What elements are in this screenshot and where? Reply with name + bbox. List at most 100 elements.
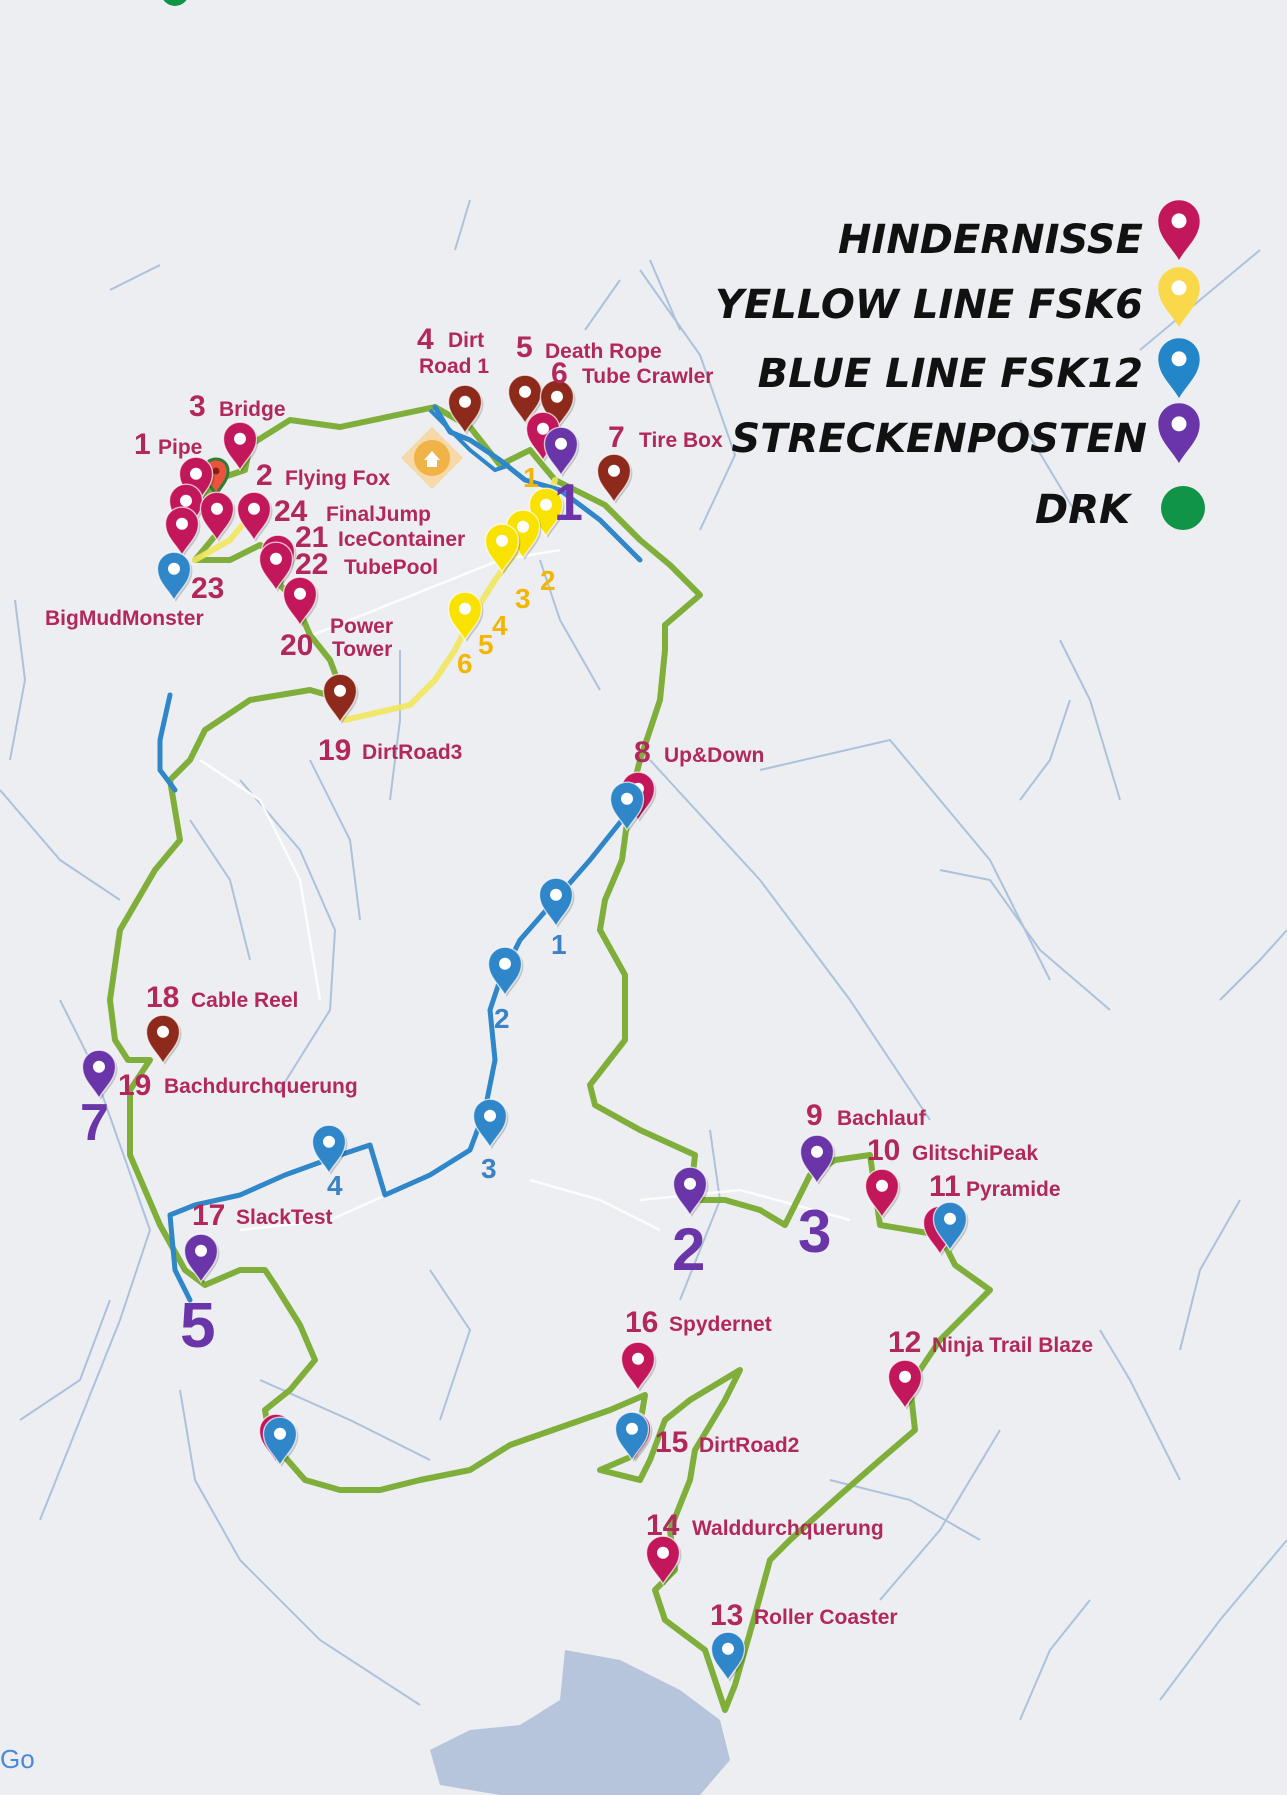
obstacle-label-4[interactable]: 4 Dirt Road 1 xyxy=(417,323,489,378)
big-mud-monster-label[interactable]: BigMudMonster xyxy=(45,607,204,630)
pin-blue-pyramide-icon[interactable] xyxy=(932,1201,969,1252)
obstacle-label-10[interactable]: 10 GlitschiPeak xyxy=(867,1134,1038,1167)
legend-hindernisse-pin-icon xyxy=(1158,200,1200,260)
obstacle-label-19a[interactable]: 19 Bachdurchquerung xyxy=(118,1069,358,1102)
legend-drk-dot-icon xyxy=(1161,486,1205,530)
svg-text:15: 15 xyxy=(655,1426,688,1459)
obstacle-label-17[interactable]: 17 SlackTest xyxy=(192,1199,333,1232)
svg-text:22: 22 xyxy=(295,548,328,581)
lake xyxy=(430,1650,730,1795)
pin-bridge-icon[interactable] xyxy=(222,421,259,472)
svg-text:2: 2 xyxy=(256,459,273,492)
svg-text:3: 3 xyxy=(189,390,206,423)
svg-text:Road 1: Road 1 xyxy=(419,355,489,378)
svg-text:DirtRoad2: DirtRoad2 xyxy=(699,1434,799,1457)
svg-text:Bridge: Bridge xyxy=(219,398,286,421)
pin-dirt-road-3-icon[interactable] xyxy=(322,673,359,724)
svg-text:Power: Power xyxy=(330,615,393,638)
pin-tube-pool-icon[interactable] xyxy=(258,541,295,592)
pin-blue-up-down-icon[interactable] xyxy=(609,781,646,832)
svg-text:Dirt: Dirt xyxy=(448,329,484,352)
obstacle-label-19b[interactable]: 19 DirtRoad3 xyxy=(318,734,462,767)
obstacle-label-7[interactable]: 7 Tire Box xyxy=(608,421,723,454)
pin-walddurchquerung-icon[interactable] xyxy=(645,1535,682,1586)
pin-blue-3-icon[interactable] xyxy=(472,1098,509,1149)
pin-blue-2-icon[interactable] xyxy=(487,946,524,997)
legend-streckenposten-label: STRECKENPOSTEN xyxy=(731,416,1147,462)
obstacle-label-20[interactable]: 20 Power Tower xyxy=(280,615,393,662)
pin-yellow-3-icon[interactable] xyxy=(484,523,521,574)
svg-text:Tube Crawler: Tube Crawler xyxy=(582,365,713,388)
obstacle-label-22[interactable]: 22 TubePool xyxy=(295,548,438,581)
streckenposten-3: 3 xyxy=(798,1198,831,1265)
streckenposten-1: 1 xyxy=(554,474,583,532)
obstacle-label-9[interactable]: 9 Bachlauf xyxy=(806,1099,927,1132)
svg-text:23: 23 xyxy=(191,572,224,605)
pin-posten-7-icon[interactable] xyxy=(81,1049,118,1100)
pin-posten-2-icon[interactable] xyxy=(672,1166,709,1217)
obstacle-label-18[interactable]: 18 Cable Reel xyxy=(146,981,298,1014)
obstacle-label-5[interactable]: 5 Death Rope xyxy=(516,331,662,364)
pin-spydernet-icon[interactable] xyxy=(620,1341,657,1392)
pin-extra-2-icon[interactable] xyxy=(164,506,201,557)
obstacle-label-11[interactable]: 11 Pyramide xyxy=(929,1170,1061,1203)
pin-dirt-road-1-icon[interactable] xyxy=(447,384,484,435)
pin-cable-reel-icon[interactable] xyxy=(145,1014,182,1065)
obstacle-label-21[interactable]: 21 IceContainer xyxy=(295,521,465,554)
pin-blue-roller-coaster-icon[interactable] xyxy=(710,1631,747,1682)
svg-text:FinalJump: FinalJump xyxy=(326,503,431,526)
obstacle-label-8[interactable]: 8 Up&Down xyxy=(634,736,764,769)
svg-text:14: 14 xyxy=(646,1509,680,1542)
obstacle-label-6[interactable]: 6 Tube Crawler xyxy=(551,357,713,390)
svg-text:Cable Reel: Cable Reel xyxy=(191,989,298,1012)
pin-glitschi-peak-icon[interactable] xyxy=(864,1168,901,1219)
svg-text:Flying Fox: Flying Fox xyxy=(285,467,390,490)
pin-blue-big-mud-icon[interactable] xyxy=(156,551,193,602)
svg-text:21: 21 xyxy=(295,521,328,554)
legend-streckenposten-pin-icon xyxy=(1158,403,1200,463)
obstacle-label-24[interactable]: 24 FinalJump xyxy=(274,495,431,528)
svg-text:BigMudMonster: BigMudMonster xyxy=(45,607,204,630)
svg-text:6: 6 xyxy=(551,357,568,390)
pin-flying-fox-icon[interactable] xyxy=(199,491,236,542)
svg-text:8: 8 xyxy=(634,736,651,769)
svg-text:Bachdurchquerung: Bachdurchquerung xyxy=(164,1075,358,1098)
drk-dot-icon xyxy=(163,0,187,6)
obstacle-label-13[interactable]: 13 Roller Coaster xyxy=(710,1599,898,1632)
svg-text:17: 17 xyxy=(192,1199,225,1232)
svg-text:Tower: Tower xyxy=(332,638,392,661)
obstacle-label-16[interactable]: 16 Spydernet xyxy=(625,1306,772,1339)
pin-blue-south-icon[interactable] xyxy=(262,1416,299,1467)
obstacle-label-12[interactable]: 12 Ninja Trail Blaze xyxy=(888,1326,1093,1359)
pin-posten-5-icon[interactable] xyxy=(183,1233,220,1284)
pin-posten-3-icon[interactable] xyxy=(799,1134,836,1185)
pin-blue-dirt-road-2-icon[interactable] xyxy=(614,1411,651,1462)
svg-text:11: 11 xyxy=(929,1170,961,1203)
yellow-station-5: 5 xyxy=(478,629,494,660)
pin-posten-1-icon[interactable] xyxy=(543,426,580,477)
pin-yellow-6-icon[interactable] xyxy=(447,591,484,642)
pin-ninja-trail-icon[interactable] xyxy=(887,1359,924,1410)
streckenposten-2: 2 xyxy=(672,1216,705,1283)
svg-text:Spydernet: Spydernet xyxy=(669,1313,772,1336)
svg-text:Up&Down: Up&Down xyxy=(664,744,764,767)
obstacle-label-14[interactable]: 14 Walddurchquerung xyxy=(646,1509,884,1542)
obstacle-label-15[interactable]: 15 DirtRoad2 xyxy=(655,1426,799,1459)
obstacle-label-1[interactable]: 1 Pipe xyxy=(134,428,202,461)
obstacle-label-2[interactable]: 2 Flying Fox xyxy=(256,459,390,492)
obstacle-label-3[interactable]: 3 Bridge xyxy=(189,390,286,423)
pin-power-tower-icon[interactable] xyxy=(282,576,319,627)
obstacle-label-23[interactable]: 23 xyxy=(191,572,224,605)
streckenposten-7: 7 xyxy=(80,1094,109,1152)
pin-death-rope-icon[interactable] xyxy=(507,374,544,425)
pin-blue-1-icon[interactable] xyxy=(538,877,575,928)
blue-station-1: 1 xyxy=(551,929,567,960)
pin-final-jump-icon[interactable] xyxy=(236,491,273,542)
legend-hindernisse-label: HINDERNISSE xyxy=(838,217,1143,263)
pin-blue-4-icon[interactable] xyxy=(311,1124,348,1175)
pin-tire-box-icon[interactable] xyxy=(596,453,633,504)
blue-station-3: 3 xyxy=(481,1153,497,1184)
svg-text:12: 12 xyxy=(888,1326,921,1359)
legend: HINDERNISSE YELLOW LINE FSK6 BLUE LINE F… xyxy=(715,200,1205,533)
